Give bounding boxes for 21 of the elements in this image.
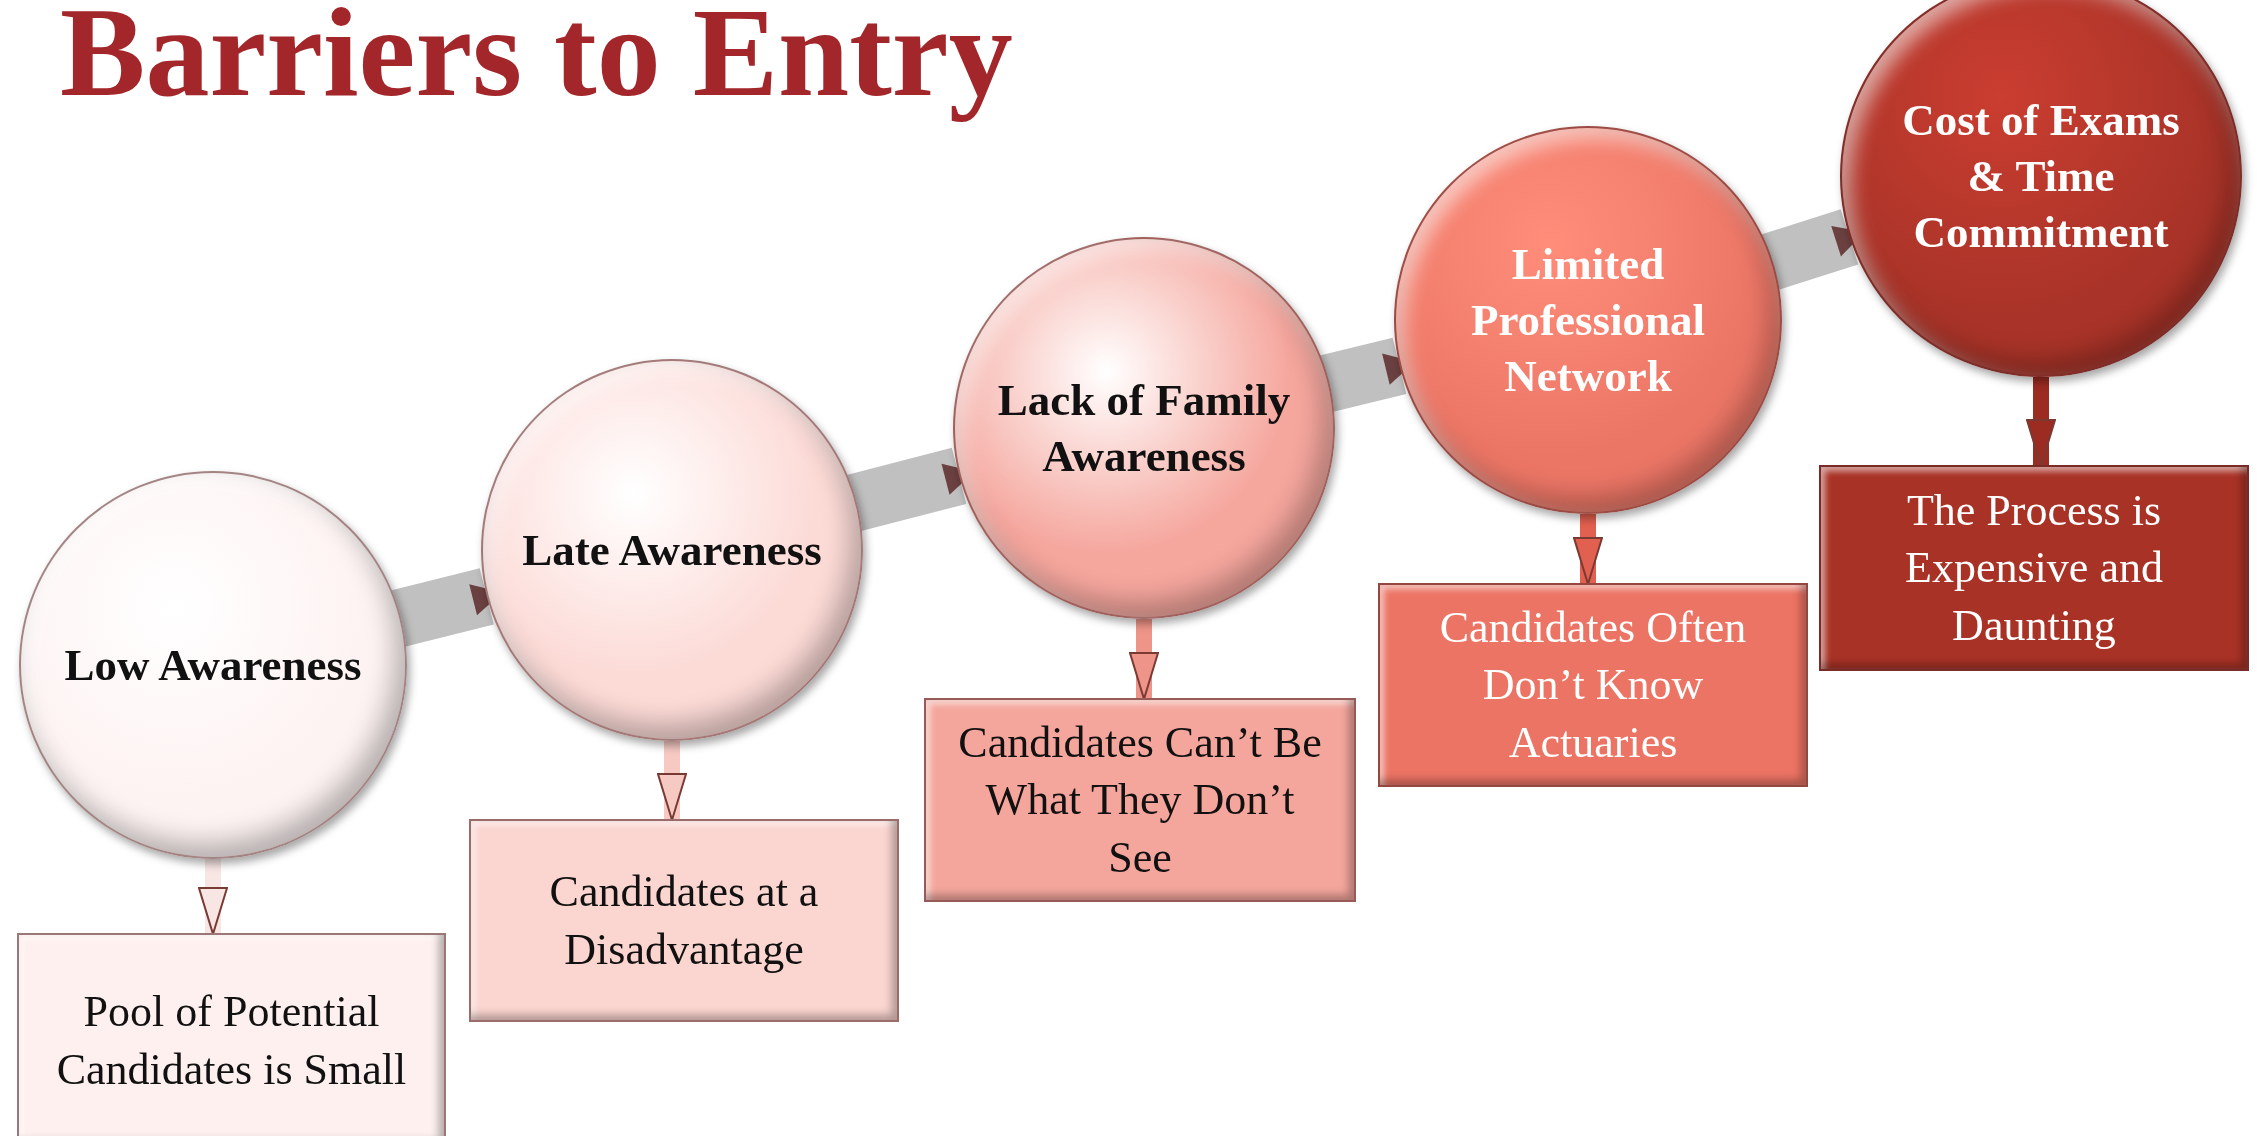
effect-text: Candidates Often Don’t Know Actuaries [1438,602,1748,769]
title: Barriers to Entry [60,0,1013,123]
effect-box [17,933,446,1136]
barrier-label: Lack of Family Awareness [996,373,1292,483]
effect-box [1378,583,1808,787]
barrier-label: Limited Professional Network [1469,237,1707,404]
effect-box [469,819,899,1022]
barrier-label: Late Awareness [522,523,822,577]
effect-text: The Process is Expensive and Daunting [1904,485,2164,652]
effect-box [924,698,1356,902]
effect-text: Candidates at a Disadvantage [548,866,820,976]
barrier-label: Cost of Exams & Time Commitment [1901,93,2181,260]
effect-text: Pool of Potential Candidates is Small [55,986,408,1096]
effect-text: Candidates Can’t Be What They Don’t See [957,717,1323,884]
down-arrow [2026,377,2056,467]
down-arrow [1573,514,1603,585]
down-arrow [1129,619,1159,700]
down-arrow [198,859,228,935]
down-arrow [657,741,687,821]
barrier-label: Low Awareness [64,638,362,692]
effect-box [1819,465,2249,671]
